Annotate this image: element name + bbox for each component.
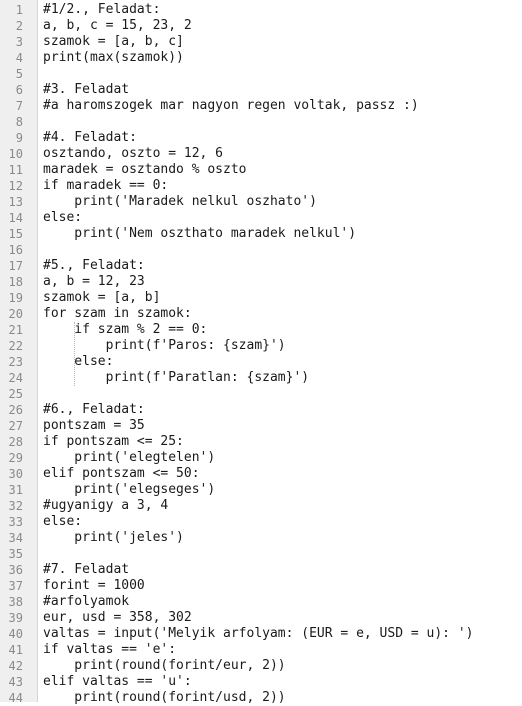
line-number: 22 — [8, 339, 23, 353]
code-line[interactable]: elif valtas == 'u': — [43, 674, 192, 689]
code-line[interactable]: print('elegtelen') — [43, 450, 216, 465]
code-line[interactable]: #4. Feladat: — [43, 130, 137, 145]
code-line[interactable]: if szam % 2 == 0: — [43, 322, 208, 337]
line-number: 26 — [8, 403, 23, 417]
line-number: 31 — [8, 483, 23, 497]
line-number: 21 — [8, 323, 23, 337]
line-number: 1 — [15, 3, 23, 17]
code-line[interactable]: #arfolyamok — [43, 594, 130, 609]
code-line[interactable]: #1/2., Feladat: — [43, 2, 161, 17]
line-number: 23 — [8, 355, 23, 369]
code-line[interactable] — [43, 386, 522, 402]
code-line[interactable]: osztando, oszto = 12, 6 — [43, 146, 224, 161]
code-line[interactable]: #6., Feladat: — [43, 402, 145, 417]
line-number: 40 — [8, 627, 23, 641]
line-number: 44 — [8, 691, 23, 705]
code-line[interactable]: if valtas == 'e': — [43, 642, 177, 657]
code-line[interactable]: a, b, c = 15, 23, 2 — [43, 18, 192, 33]
line-number: 19 — [8, 291, 23, 305]
code-line[interactable]: if pontszam <= 25: — [43, 434, 184, 449]
code-line[interactable]: #5., Feladat: — [43, 258, 145, 273]
line-number: 42 — [8, 659, 23, 673]
line-number: 10 — [8, 147, 23, 161]
line-number: 27 — [8, 419, 23, 433]
code-line[interactable]: eur, usd = 358, 302 — [43, 610, 192, 625]
code-line[interactable]: print('elegseges') — [43, 482, 216, 497]
line-number: 36 — [8, 563, 23, 577]
line-number: 30 — [8, 467, 23, 481]
line-number: 33 — [8, 515, 23, 529]
line-number: 14 — [8, 211, 23, 225]
code-line[interactable]: if maradek == 0: — [43, 178, 169, 193]
code-line[interactable]: print(round(forint/eur, 2)) — [43, 658, 286, 673]
line-number: 38 — [8, 595, 23, 609]
line-number: 25 — [8, 387, 23, 401]
code-line[interactable]: maradek = osztando % oszto — [43, 162, 247, 177]
line-number: 13 — [8, 195, 23, 209]
code-line[interactable]: szamok = [a, b, c] — [43, 34, 184, 49]
code-line[interactable] — [43, 114, 522, 130]
code-line[interactable]: print('Nem oszthato maradek nelkul') — [43, 226, 357, 241]
code-line[interactable]: else: — [43, 210, 83, 225]
code-line[interactable]: else: — [43, 514, 83, 529]
line-number: 11 — [8, 163, 23, 177]
code-line[interactable] — [43, 66, 522, 82]
code-line[interactable]: pontszam = 35 — [43, 418, 145, 433]
line-number: 28 — [8, 435, 23, 449]
code-line[interactable]: print(max(szamok)) — [43, 50, 184, 65]
line-number: 15 — [8, 227, 23, 241]
line-number: 9 — [15, 131, 23, 145]
line-number: 3 — [15, 35, 23, 49]
line-number: 6 — [15, 83, 23, 97]
code-line[interactable]: szamok = [a, b] — [43, 290, 161, 305]
line-number: 4 — [15, 51, 23, 65]
line-number: 35 — [8, 547, 23, 561]
code-line[interactable]: print('Maradek nelkul oszhato') — [43, 194, 317, 209]
line-number: 7 — [15, 99, 23, 113]
code-line[interactable]: print('jeles') — [43, 530, 184, 545]
code-line[interactable] — [43, 242, 522, 258]
line-number: 43 — [8, 675, 23, 689]
indent-guide — [74, 322, 76, 386]
line-number: 5 — [15, 67, 23, 81]
line-number: 17 — [8, 259, 23, 273]
code-line[interactable]: print(f'Paros: {szam}') — [43, 338, 286, 353]
code-line[interactable]: #a haromszogek mar nagyon regen voltak, … — [43, 98, 419, 113]
code-line[interactable]: for szam in szamok: — [43, 306, 192, 321]
code-line[interactable]: valtas = input('Melyik arfolyam: (EUR = … — [43, 626, 474, 641]
line-number: 2 — [15, 19, 23, 33]
line-number: 16 — [8, 243, 23, 257]
line-number: 24 — [8, 371, 23, 385]
code-line[interactable]: else: — [43, 354, 114, 369]
line-number: 37 — [8, 579, 23, 593]
line-number: 18 — [8, 275, 23, 289]
line-number: 41 — [8, 643, 23, 657]
code-line[interactable]: #7. Feladat — [43, 562, 130, 577]
line-number: 29 — [8, 451, 23, 465]
code-line[interactable]: print(round(forint/usd, 2)) — [43, 690, 286, 705]
code-line[interactable] — [43, 546, 522, 562]
line-number: 34 — [8, 531, 23, 545]
code-line[interactable]: a, b = 12, 23 — [43, 274, 145, 289]
line-number: 8 — [15, 115, 23, 129]
line-number: 12 — [8, 179, 23, 193]
line-number: 32 — [8, 499, 23, 513]
code-line[interactable]: forint = 1000 — [43, 578, 145, 593]
line-number: 20 — [8, 307, 23, 321]
code-line[interactable]: print(f'Paratlan: {szam}') — [43, 370, 310, 385]
code-line[interactable]: #3. Feladat — [43, 82, 130, 97]
code-line[interactable]: #ugyanigy a 3, 4 — [43, 498, 169, 513]
line-number: 39 — [8, 611, 23, 625]
code-line[interactable]: elif pontszam <= 50: — [43, 466, 200, 481]
